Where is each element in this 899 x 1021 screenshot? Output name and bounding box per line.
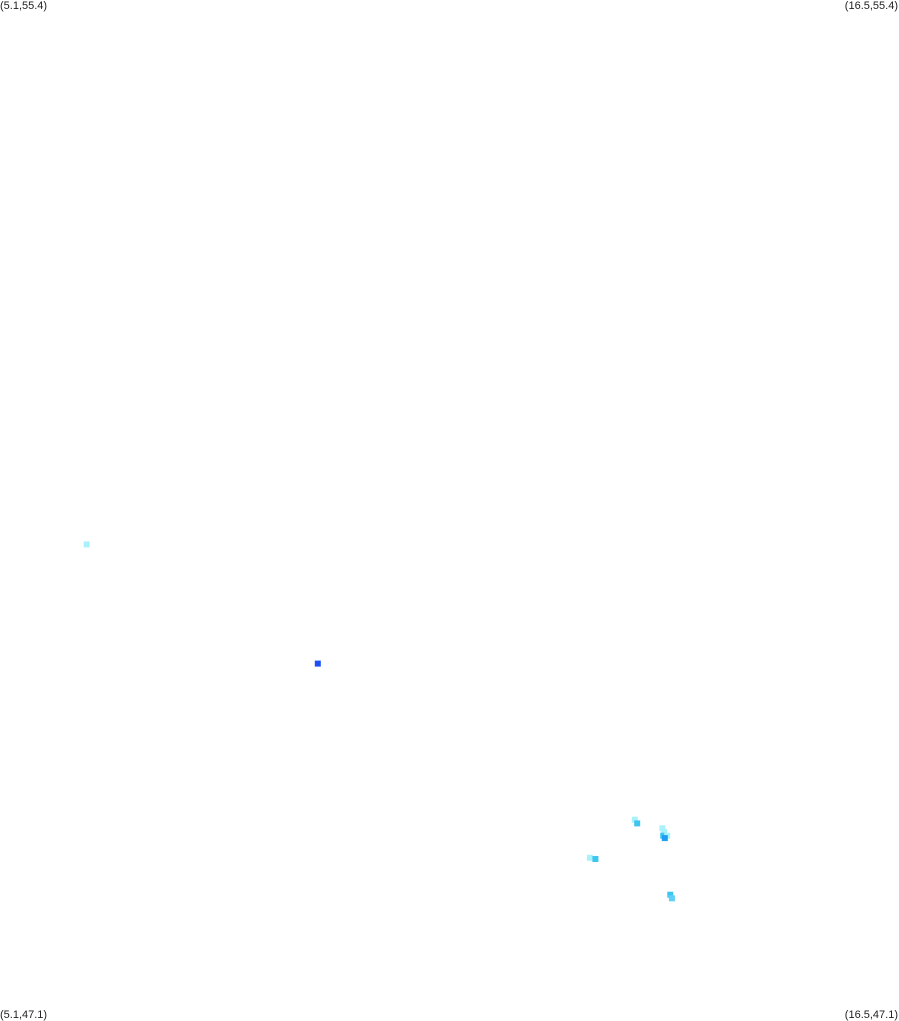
map-point-3 [634,820,641,827]
corner-label-top-right: (16.5,55.4) [844,0,898,12]
map-point-12 [668,895,675,902]
corner-label-top-left: (5.1,55.4) [0,0,48,12]
map-point-4 [659,825,666,832]
map-point-1 [314,660,321,667]
map-point-8 [661,835,668,842]
corner-label-bottom-right: (16.5,47.1) [844,1009,898,1021]
map-point-11 [667,891,674,898]
map-point-2 [631,816,638,823]
map-point-10 [592,856,599,862]
map-point-9 [586,854,593,861]
corner-label-bottom-left: (5.1,47.1) [0,1009,48,1021]
map-point-5 [661,829,667,835]
map-point-0 [83,541,90,548]
